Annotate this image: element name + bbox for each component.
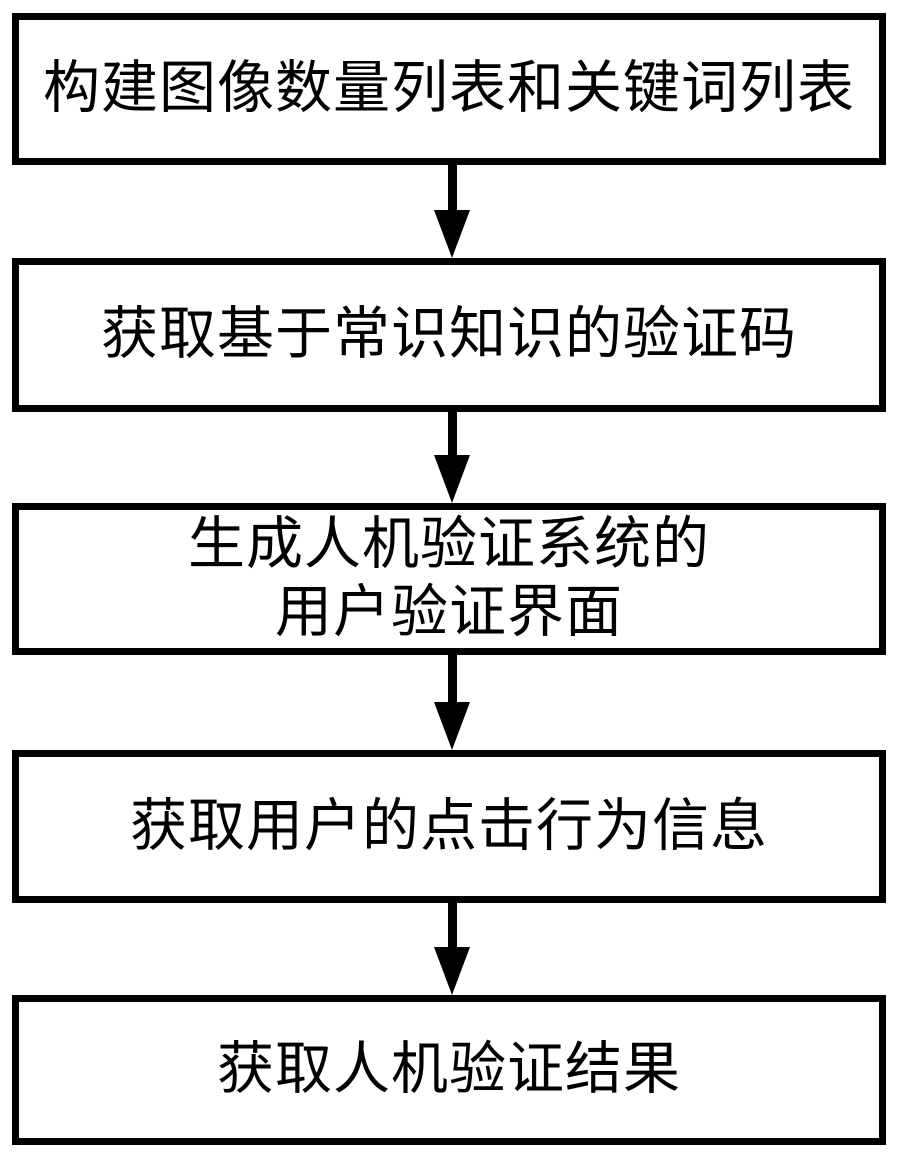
flow-step-label-line1: 生成人机验证系统的	[188, 513, 710, 576]
arrow-stem	[447, 903, 457, 947]
flow-step-get-verification-result: 获取人机验证结果	[12, 995, 886, 1145]
flow-step-build-image-keyword-lists: 构建图像数量列表和关键词列表	[12, 13, 886, 165]
arrow-stem	[447, 165, 457, 210]
arrow-down-icon	[434, 903, 470, 995]
flow-step-label: 获取基于常识知识的验证码	[101, 303, 797, 366]
flow-step-label: 获取人机验证结果	[217, 1038, 681, 1101]
arrow-down-icon	[434, 412, 470, 503]
flow-step-label-line2: 用户验证界面	[275, 581, 623, 644]
arrow-stem	[447, 655, 457, 702]
flow-step-label: 获取用户的点击行为信息	[130, 794, 768, 858]
flow-step-label: 构建图像数量列表和关键词列表	[43, 57, 855, 120]
arrow-head	[434, 210, 470, 258]
arrow-down-icon	[434, 165, 470, 258]
arrow-stem	[447, 412, 457, 455]
flow-step-get-commonsense-captcha: 获取基于常识知识的验证码	[12, 258, 886, 412]
flow-step-generate-verification-ui: 生成人机验证系统的 用户验证界面	[12, 503, 886, 655]
arrow-down-icon	[434, 655, 470, 750]
arrow-head	[434, 455, 470, 503]
arrow-head	[434, 702, 470, 750]
arrow-head	[434, 947, 470, 995]
flow-step-get-user-click-behavior: 获取用户的点击行为信息	[12, 750, 886, 903]
